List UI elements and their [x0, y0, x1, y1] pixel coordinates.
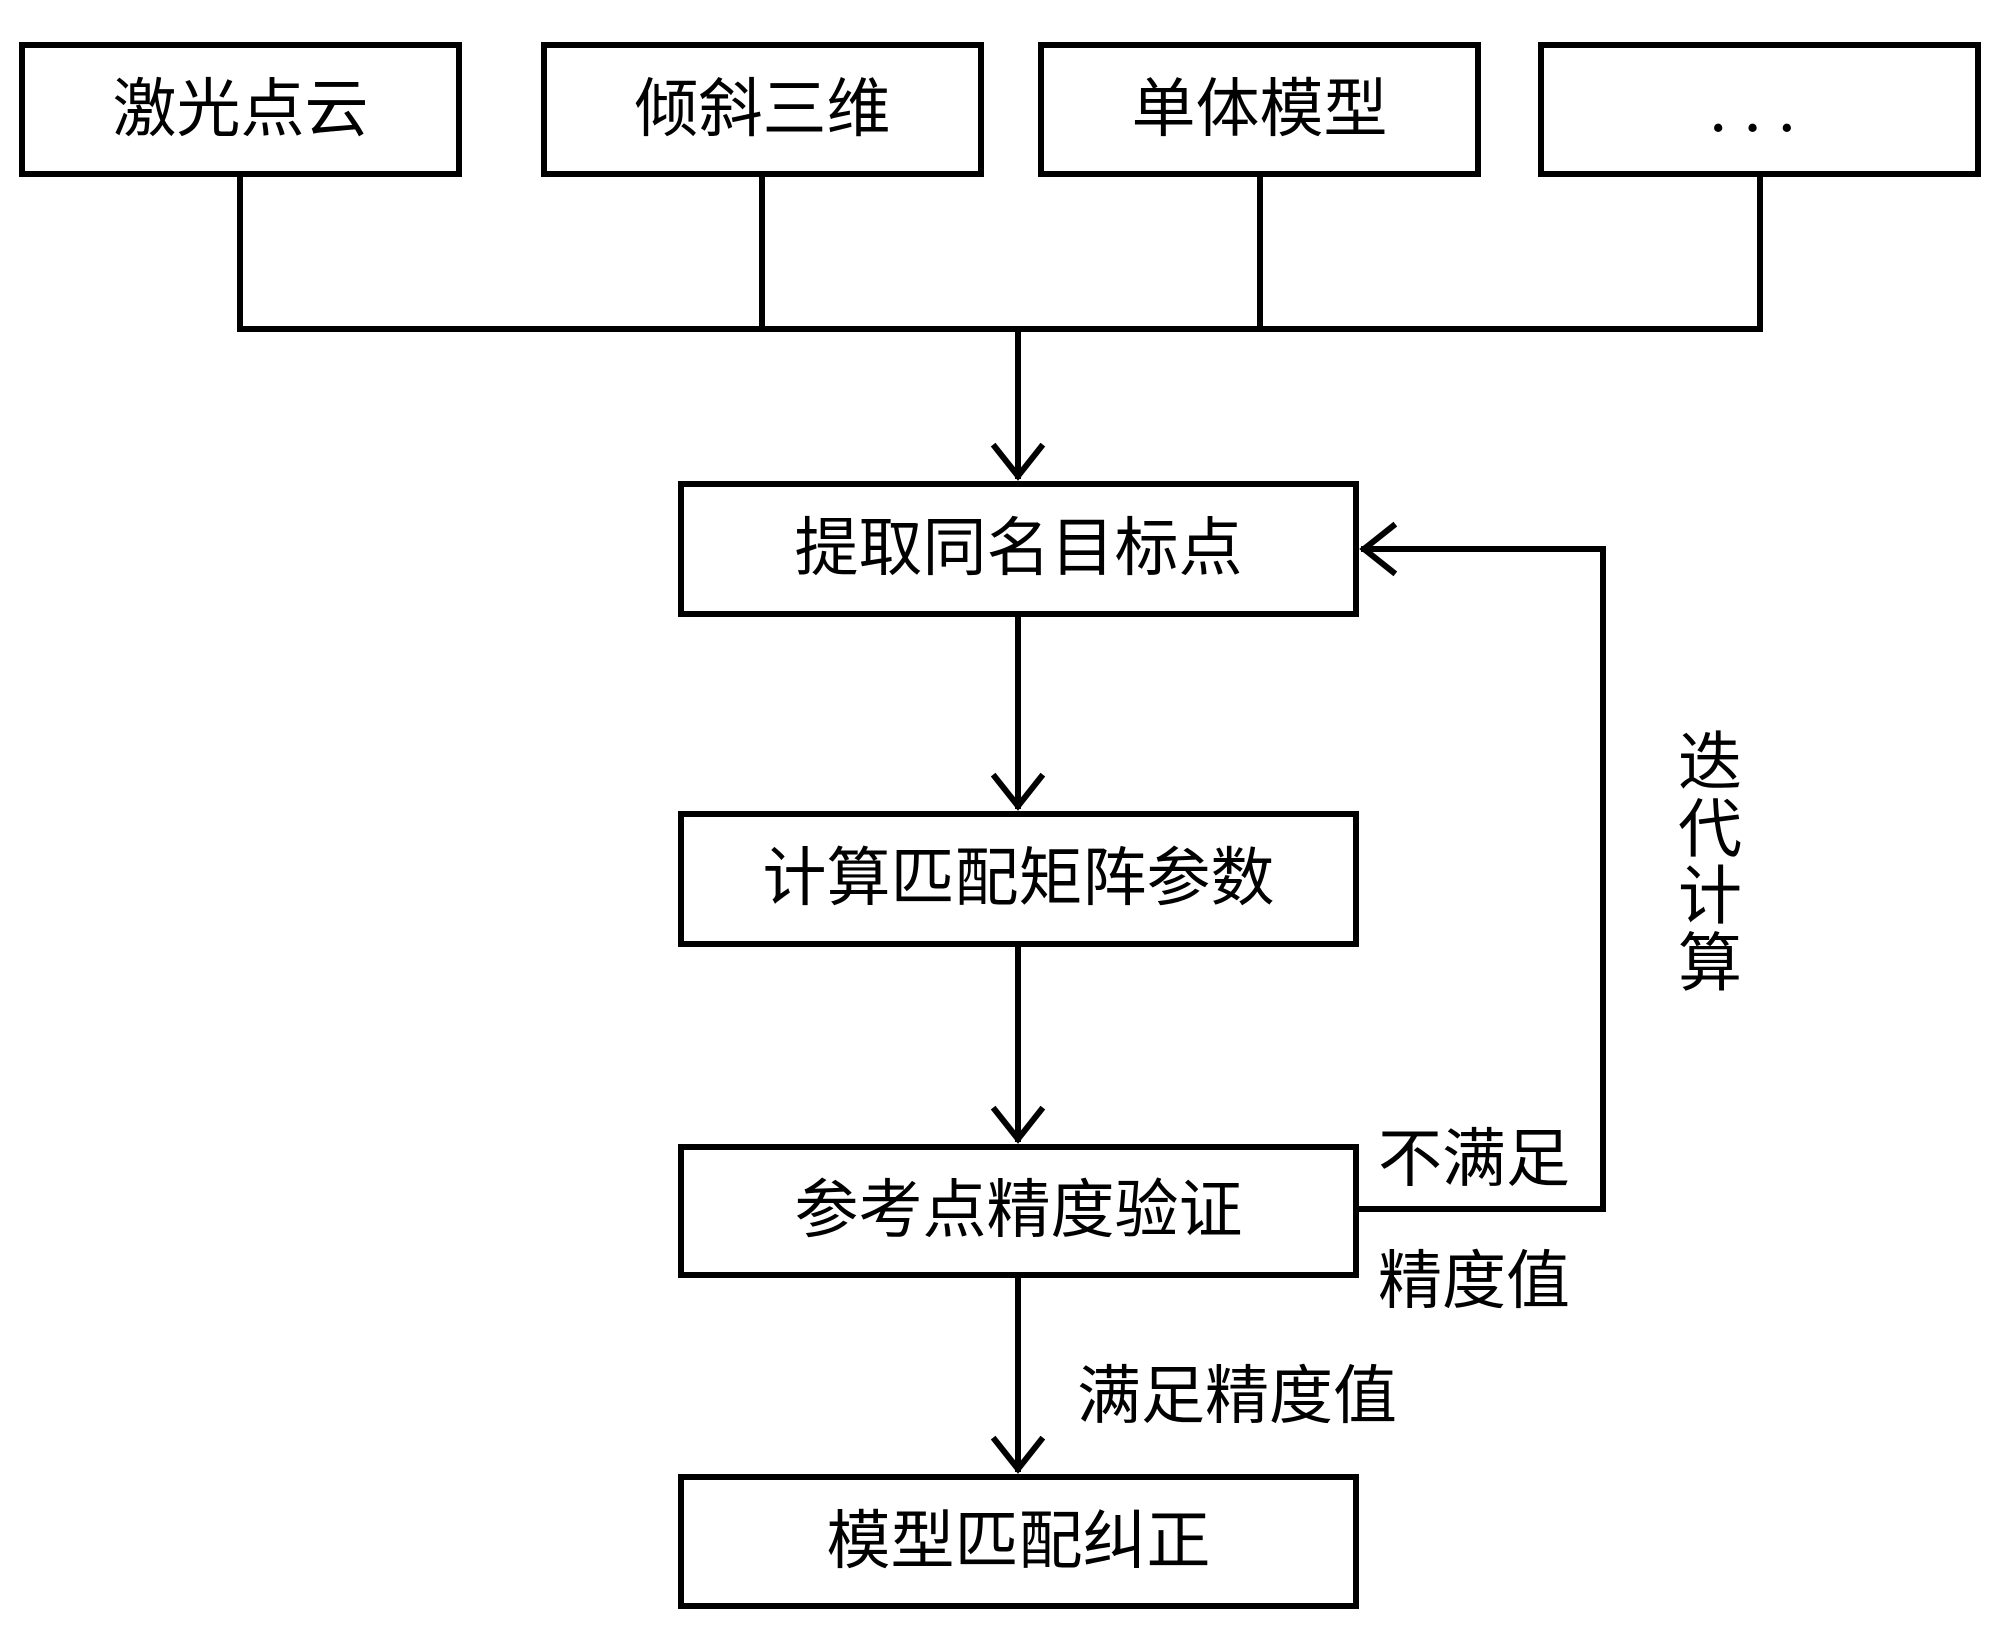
step-box-verify-accuracy: 参考点精度验证	[678, 1144, 1359, 1278]
source-box-laser-point-cloud: 激光点云	[19, 42, 462, 177]
step-label: 计算匹配矩阵参数	[762, 842, 1275, 916]
step-label: 模型匹配纠正	[826, 1504, 1211, 1579]
arrowhead-step-3	[990, 1105, 1046, 1144]
arrowhead-step-2	[990, 772, 1046, 811]
satisfied-label: 满足精度值	[1077, 1360, 1397, 1434]
source-label: 倾斜三维	[634, 72, 891, 147]
source-label: 激光点云	[112, 72, 369, 147]
feedback-arrowhead	[1359, 521, 1398, 577]
arrowhead-step-1	[990, 442, 1046, 481]
iterate-label: 迭代计算	[1667, 728, 1741, 996]
source-box-oblique-3d: 倾斜三维	[541, 42, 984, 177]
not-satisfied-label: 不满足	[1378, 1123, 1570, 1197]
source-label: 单体模型	[1131, 72, 1388, 147]
step-box-compute-matrix: 计算匹配矩阵参数	[678, 811, 1359, 947]
step-box-model-correction: 模型匹配纠正	[678, 1474, 1359, 1609]
feedback-loop-line	[1356, 546, 1606, 1212]
source-box-single-model: 单体模型	[1038, 42, 1481, 177]
arrowhead-step-4	[990, 1435, 1046, 1474]
step-box-extract-points: 提取同名目标点	[678, 481, 1359, 617]
source-label: ...	[1707, 72, 1812, 147]
step-label: 参考点精度验证	[794, 1174, 1243, 1248]
source-box-more: ...	[1538, 42, 1981, 177]
precision-label: 精度值	[1378, 1245, 1570, 1319]
step-label: 提取同名目标点	[794, 512, 1243, 586]
